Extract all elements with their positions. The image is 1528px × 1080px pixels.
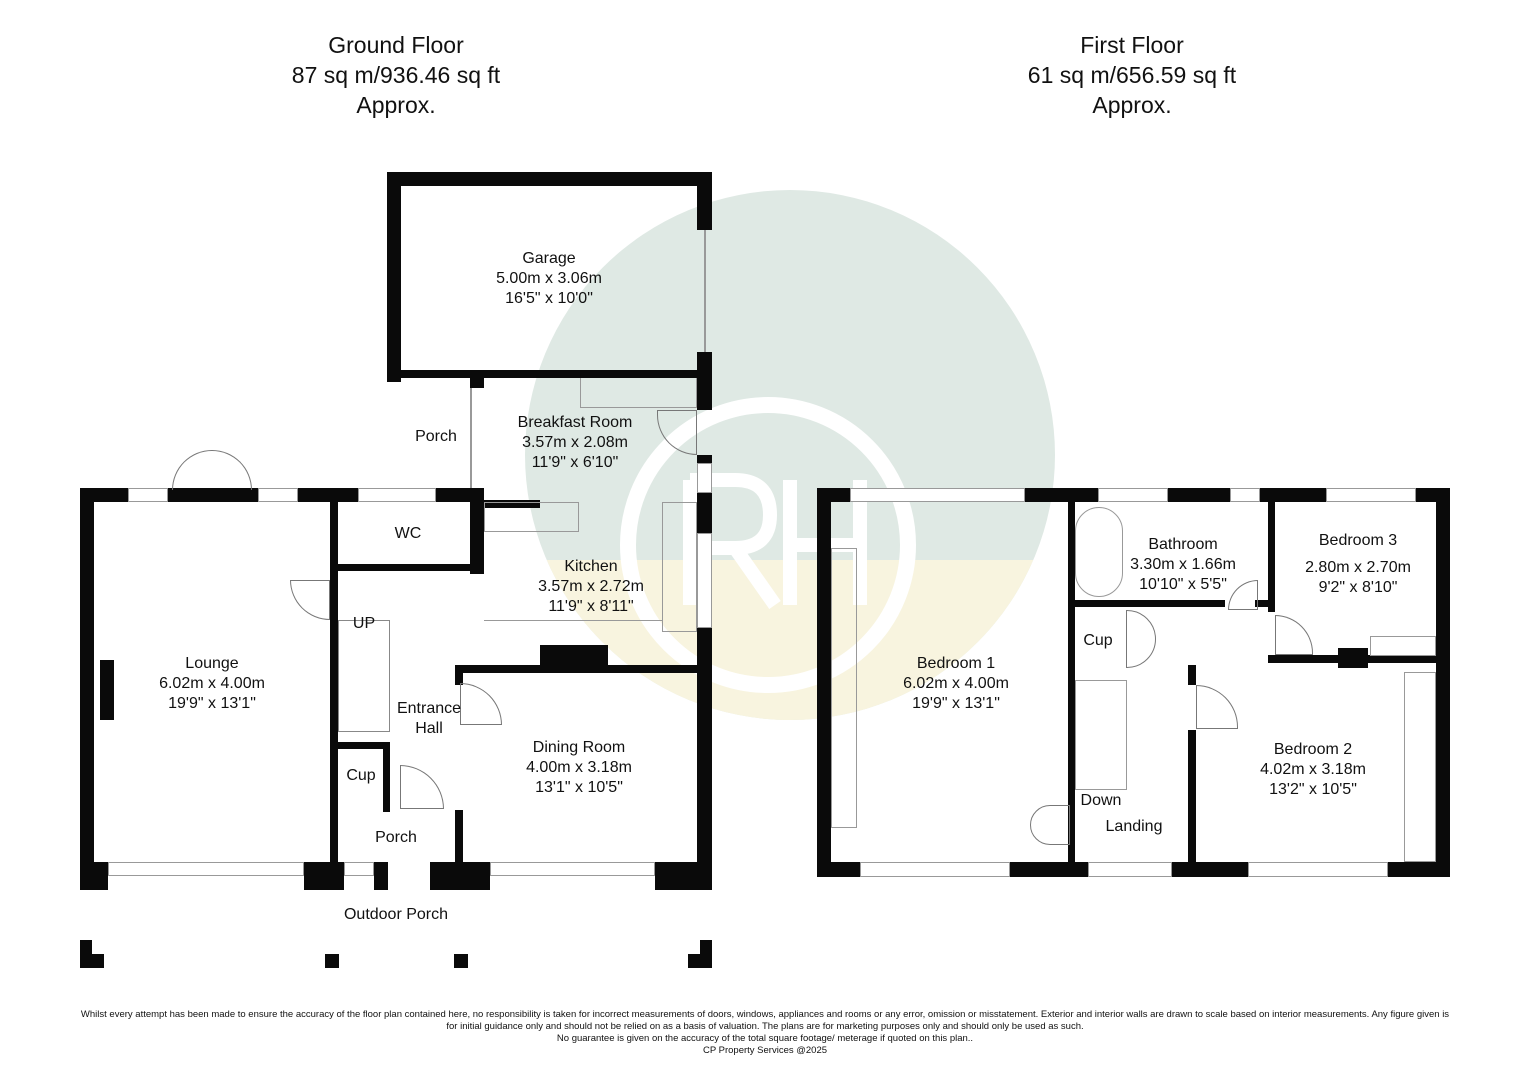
bedroom1-name: Bedroom 1 (916, 655, 996, 672)
porch-rear-label: Porch (415, 428, 457, 445)
bedroom2-metric: 4.02m x 3.18m (1260, 761, 1366, 778)
garage-metric: 5.00m x 3.06m (496, 270, 602, 287)
wc-label: WC (394, 525, 422, 542)
breakfast-room-imperial: 11'9" x 6'10" (531, 454, 619, 471)
cup-label-first: Cup (1083, 632, 1113, 649)
down-label: Down (1080, 792, 1122, 809)
bathroom-name: Bathroom (1148, 536, 1218, 553)
dining-room-name: Dining Room (532, 739, 626, 756)
lounge-name: Lounge (185, 655, 239, 672)
lounge-metric: 6.02m x 4.00m (159, 675, 265, 692)
bedroom3-name: Bedroom 3 (1318, 532, 1398, 549)
bathroom-metric: 3.30m x 1.66m (1130, 556, 1236, 573)
bedroom1-imperial: 19'9" x 13'1" (912, 695, 1000, 712)
first-floor-area: 61 sq m/656.59 sq ft (1027, 62, 1237, 88)
breakfast-room-name: Breakfast Room (517, 414, 633, 431)
watermark-monogram-shape (683, 473, 867, 610)
cup-label: Cup (346, 767, 376, 784)
kitchen-imperial: 11'9" x 8'11" (548, 598, 634, 615)
disclaimer: Whilst every attempt has been made to en… (80, 1009, 1450, 1057)
kitchen-metric: 3.57m x 2.72m (538, 578, 644, 595)
garage-imperial: 16'5" x 10'0" (505, 290, 593, 307)
ground-floor-area: 87 sq m/936.46 sq ft (291, 62, 501, 88)
kitchen-name: Kitchen (564, 558, 618, 575)
bedroom1-metric: 6.02m x 4.00m (903, 675, 1009, 692)
breakfast-room-metric: 3.57m x 2.08m (522, 434, 628, 451)
disclaimer-line2: No guarantee is given on the accuracy of… (556, 1033, 974, 1044)
up-label: UP (352, 615, 376, 632)
first-floor-approx: Approx. (1092, 92, 1172, 118)
dining-room-imperial: 13'1" x 10'5" (535, 779, 623, 796)
bedroom2-name: Bedroom 2 (1273, 741, 1353, 758)
landing-label: Landing (1105, 818, 1163, 835)
bedroom2-imperial: 13'2" x 10'5" (1269, 781, 1357, 798)
dining-room-metric: 4.00m x 3.18m (526, 759, 632, 776)
bedroom3-imperial: 9'2" x 8'10" (1318, 579, 1398, 596)
first-floor-title: First Floor (1080, 32, 1184, 58)
entrance-hall-label: Entrance Hall (396, 700, 462, 737)
outdoor-porch-label: Outdoor Porch (343, 906, 449, 923)
ground-floor-approx: Approx. (356, 92, 436, 118)
copyright: CP Property Services @2025 (702, 1045, 828, 1056)
bedroom3-metric: 2.80m x 2.70m (1305, 559, 1411, 576)
garage-name: Garage (522, 250, 576, 267)
bathroom-imperial: 10'10" x 5'5" (1139, 576, 1227, 593)
lounge-imperial: 19'9" x 13'1" (168, 695, 256, 712)
ground-floor-title: Ground Floor (328, 32, 464, 58)
porch-front-label: Porch (375, 829, 417, 846)
disclaimer-line1: Whilst every attempt has been made to en… (80, 1009, 1450, 1032)
